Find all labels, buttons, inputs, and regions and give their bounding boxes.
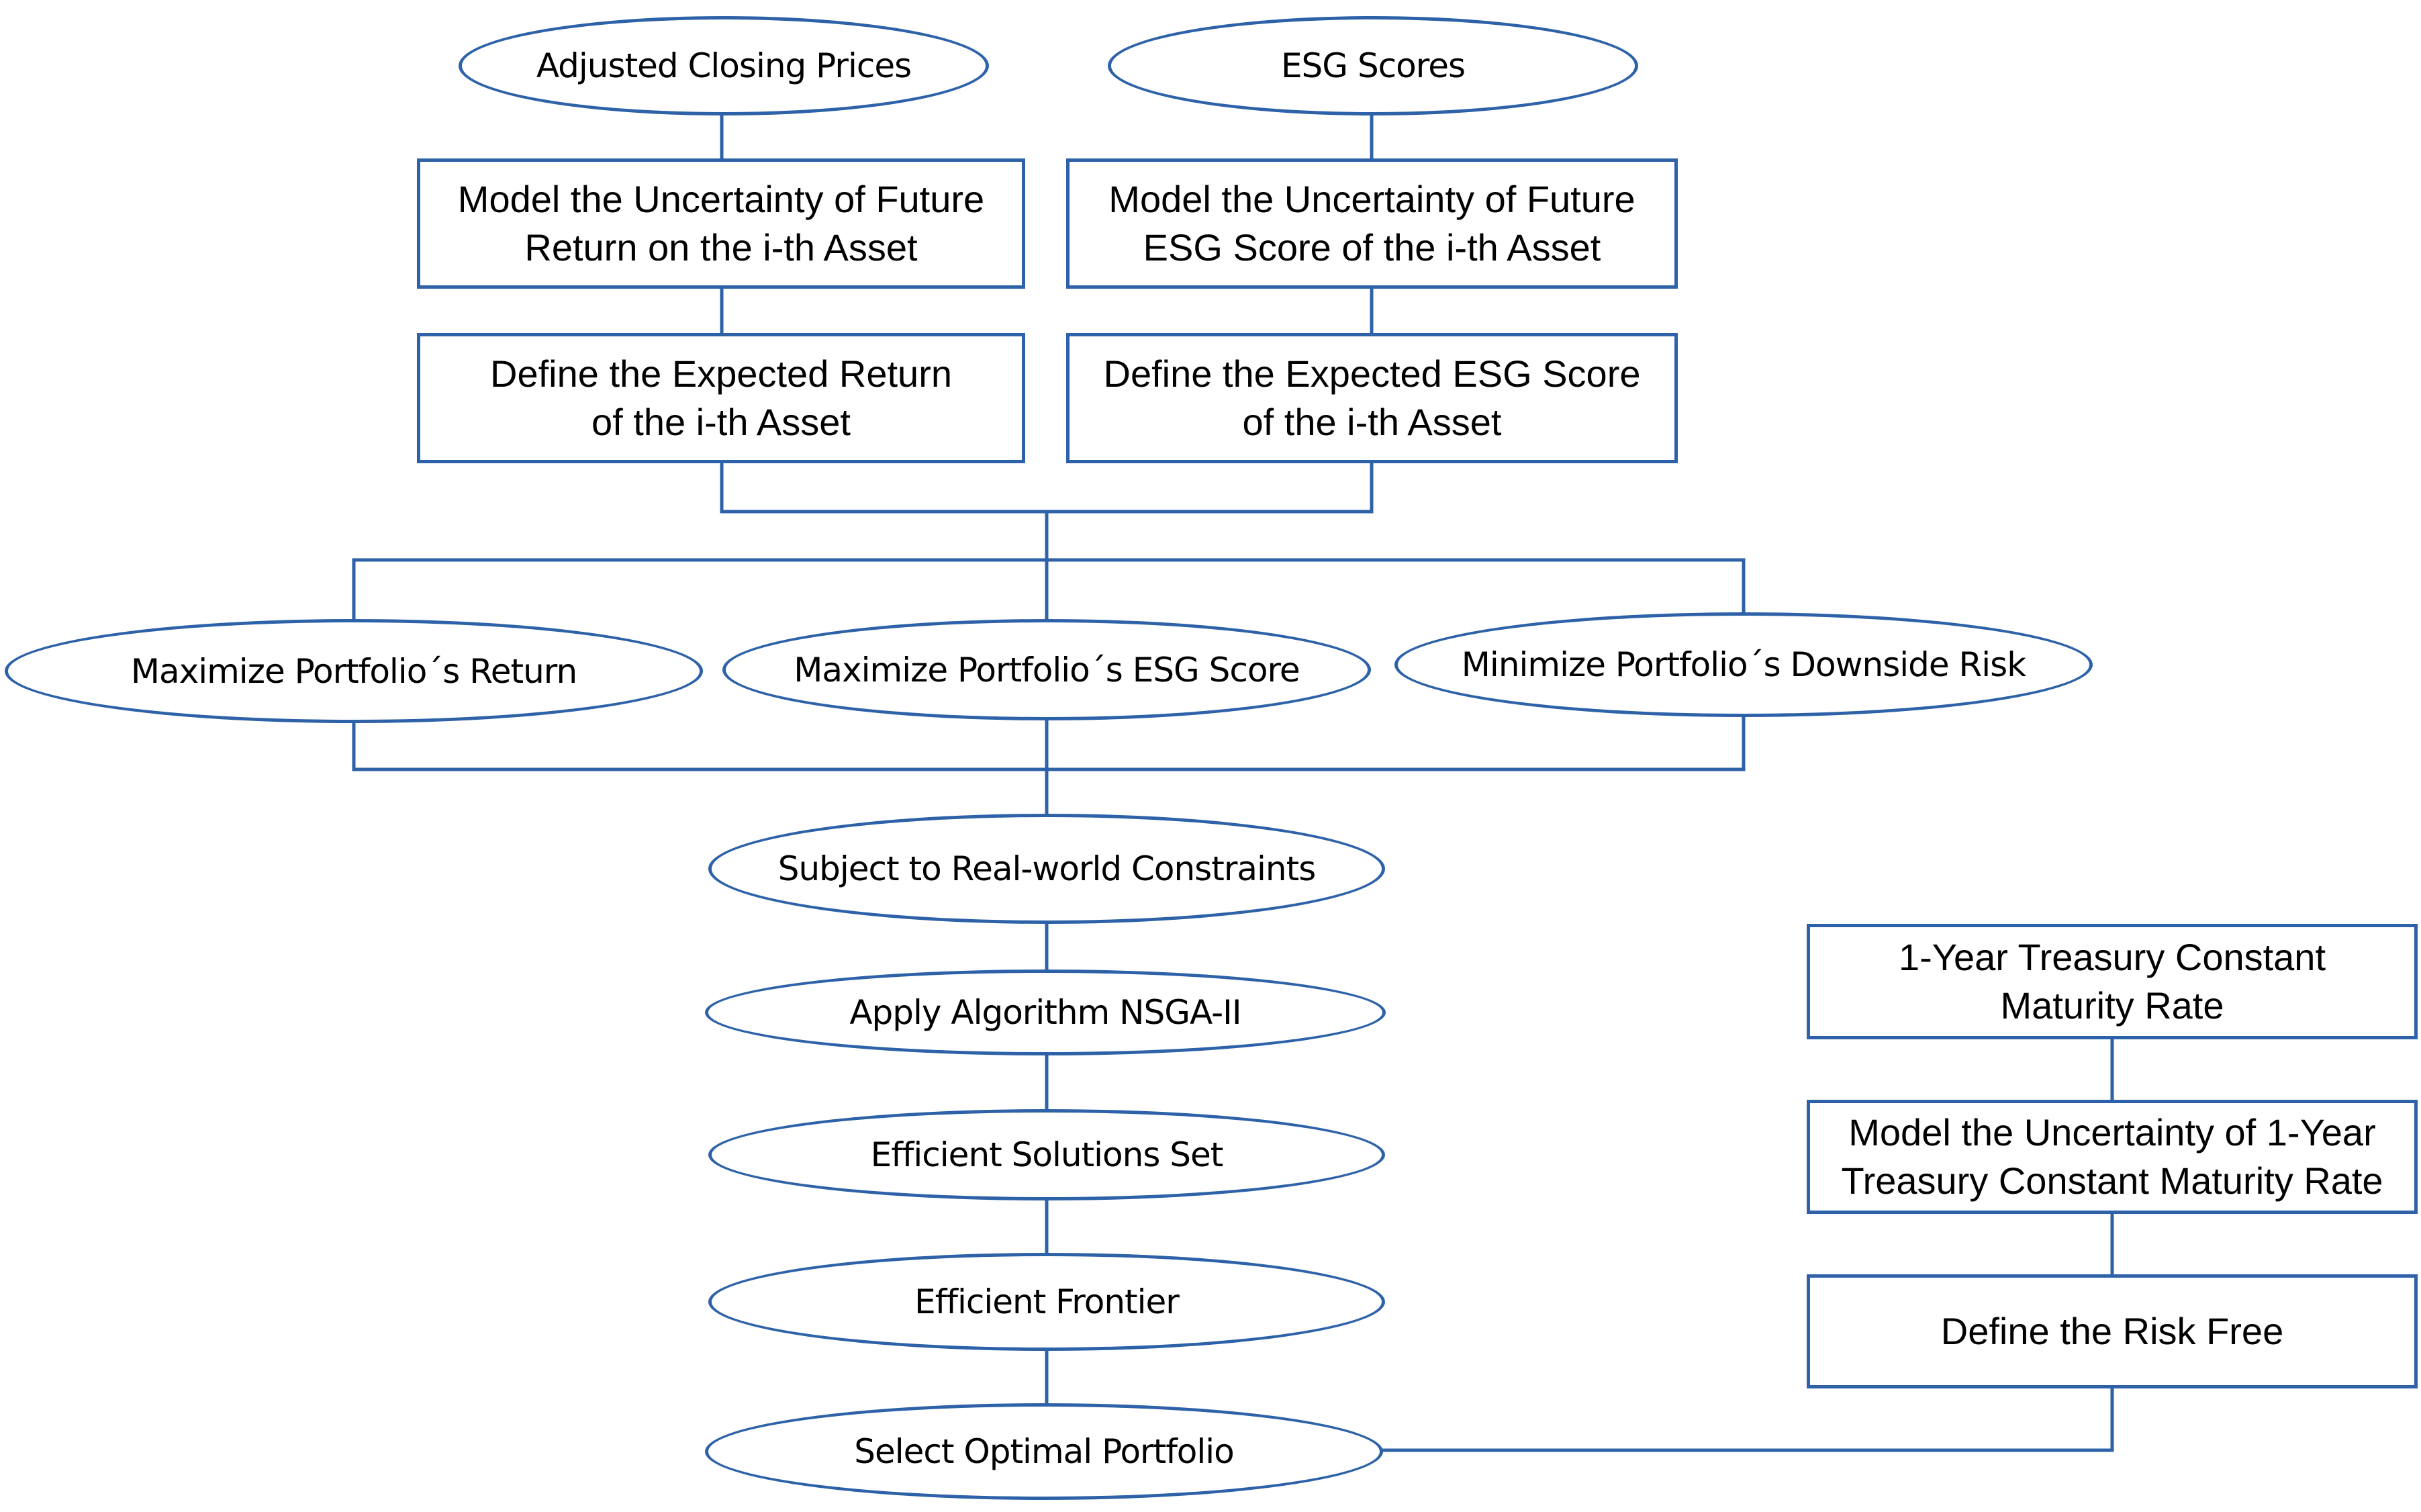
- node-label: Efficient Frontier: [914, 1282, 1180, 1321]
- model-treasury-node: Model the Uncertainty of 1-Year Treasury…: [1807, 1100, 2418, 1214]
- nsga-node: Apply Algorithm NSGA-II: [705, 970, 1386, 1055]
- node-label: Select Optimal Portfolio: [854, 1432, 1235, 1471]
- esg-scores-node: ESG Scores: [1108, 16, 1638, 115]
- node-label: Subject to Real-world Constraints: [777, 849, 1317, 888]
- node-label: Efficient Solutions Set: [870, 1135, 1224, 1174]
- node-label: 1-Year Treasury Constant Maturity Rate: [1898, 936, 2326, 1027]
- node-label: Define the Expected Return of the i-th A…: [490, 352, 952, 443]
- connector-line: [720, 462, 1374, 514]
- connector-line: [1380, 1387, 2114, 1452]
- node-label: Maximize Portfolio´s Return: [130, 651, 577, 691]
- define-risk-free-node: Define the Risk Free: [1807, 1274, 2418, 1388]
- maximize-return-node: Maximize Portfolio´s Return: [5, 619, 703, 723]
- node-label: ESG Scores: [1280, 46, 1466, 85]
- node-label: Model the Uncertainty of 1-Year Treasury…: [1841, 1111, 2383, 1202]
- connector-line: [352, 716, 1746, 771]
- node-label: Define the Expected ESG Score of the i-t…: [1103, 352, 1641, 443]
- treasury-rate-node: 1-Year Treasury Constant Maturity Rate: [1807, 924, 2418, 1039]
- node-label: Adjusted Closing Prices: [536, 46, 912, 85]
- define-expected-esg-node: Define the Expected ESG Score of the i-t…: [1066, 333, 1678, 463]
- select-portfolio-node: Select Optimal Portfolio: [705, 1403, 1383, 1500]
- define-expected-return-node: Define the Expected Return of the i-th A…: [417, 333, 1025, 463]
- efficient-frontier-node: Efficient Frontier: [708, 1253, 1385, 1351]
- node-label: Minimize Portfolio´s Downside Risk: [1461, 645, 2026, 684]
- constraints-node: Subject to Real-world Constraints: [708, 814, 1385, 924]
- model-future-return-node: Model the Uncertainty of Future Return o…: [417, 158, 1025, 289]
- efficient-solutions-node: Efficient Solutions Set: [708, 1109, 1385, 1200]
- adjusted-closing-prices-node: Adjusted Closing Prices: [459, 16, 989, 115]
- minimize-risk-node: Minimize Portfolio´s Downside Risk: [1394, 612, 2093, 717]
- node-label: Model the Uncertainty of Future Return o…: [457, 178, 985, 269]
- node-label: Define the Risk Free: [1940, 1310, 2284, 1352]
- connector-line: [352, 558, 1746, 620]
- maximize-esg-node: Maximize Portfolio´s ESG Score: [722, 619, 1371, 720]
- model-future-esg-node: Model the Uncertainty of Future ESG Scor…: [1066, 158, 1678, 289]
- node-label: Model the Uncertainty of Future ESG Scor…: [1108, 178, 1635, 269]
- node-label: Apply Algorithm NSGA-II: [849, 993, 1241, 1032]
- node-label: Maximize Portfolio´s ESG Score: [794, 650, 1300, 690]
